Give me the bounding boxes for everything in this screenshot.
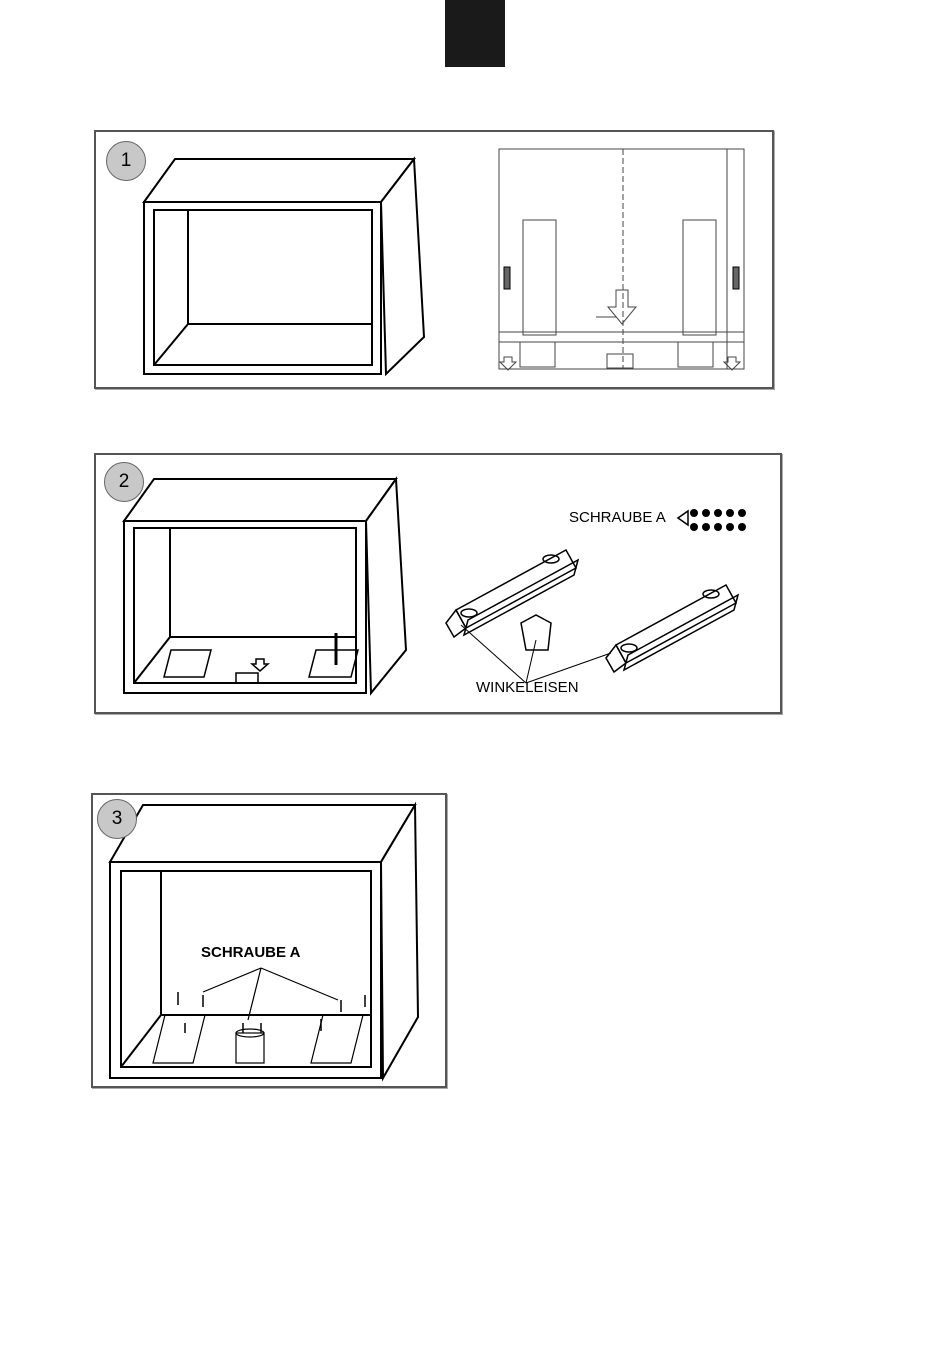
- step-2-panel: 2 SCHRAUBE A WINKELEISEN: [94, 453, 782, 714]
- step-3-panel: 3 SCHRAUBE A: [91, 793, 447, 1088]
- screw-a-label: SCHRAUBE A: [569, 509, 666, 526]
- step-1-illustration: [96, 132, 772, 387]
- step-number-badge: 2: [104, 462, 144, 502]
- step-number-badge: 1: [106, 141, 146, 181]
- page-tab-marker: [445, 0, 505, 67]
- angle-bracket-label: WINKELEISEN: [476, 679, 579, 696]
- step-number-badge: 3: [97, 799, 137, 839]
- step-2-illustration: [96, 455, 780, 712]
- step-1-panel: 1: [94, 130, 774, 389]
- step-3-illustration: [93, 795, 445, 1086]
- screw-a-label: SCHRAUBE A: [201, 944, 300, 961]
